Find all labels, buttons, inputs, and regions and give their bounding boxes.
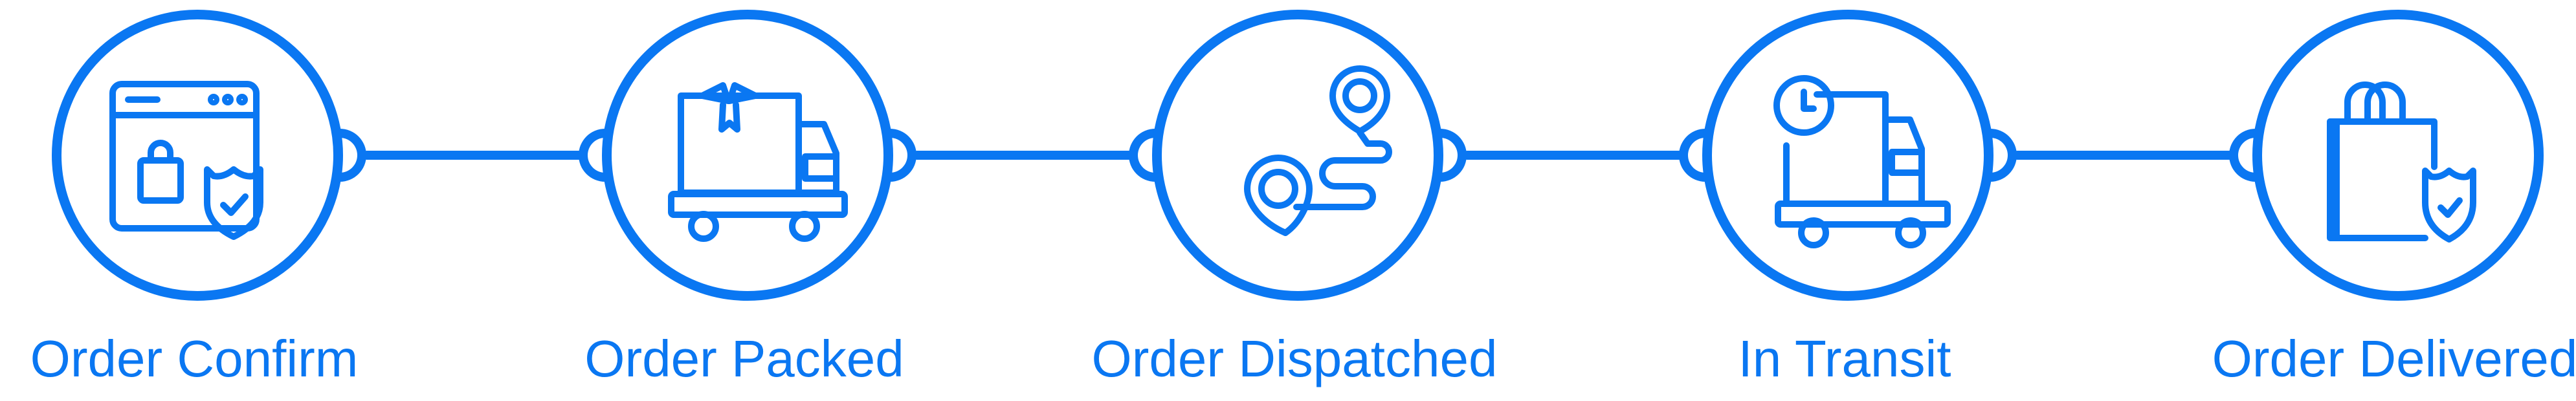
step-order-dispatched: Order Dispatched <box>1092 0 1497 401</box>
step-label: Order Delivered <box>2212 330 2576 387</box>
connector-line <box>1463 151 1702 160</box>
delivery-truck-with-clock-icon <box>1773 75 1951 248</box>
step-circle <box>2252 10 2544 301</box>
shopping-bag-shield-check-icon <box>2327 81 2476 243</box>
step-order-packed: Order Packed <box>550 0 938 401</box>
connector-line <box>913 151 1152 160</box>
step-label: Order Dispatched <box>1091 330 1498 387</box>
connector-line <box>2013 151 2252 160</box>
step-order-delivered: Order Delivered <box>2201 0 2576 401</box>
step-circle <box>1152 10 1443 301</box>
step-in-transit: In Transit <box>1650 0 2039 401</box>
step-order-confirm: Order Confirm <box>0 0 388 401</box>
step-label: Order Confirm <box>30 330 359 387</box>
connector-line <box>362 151 602 160</box>
step-label: Order Packed <box>584 330 904 387</box>
step-circle <box>52 10 343 301</box>
step-circle <box>1702 10 1993 301</box>
browser-shopping-bag-shield-icon <box>109 81 263 240</box>
route-map-pins-icon <box>1244 65 1392 236</box>
delivery-truck-with-gift-box-icon <box>668 82 848 242</box>
step-label: In Transit <box>1738 330 1951 387</box>
step-circle <box>602 10 893 301</box>
